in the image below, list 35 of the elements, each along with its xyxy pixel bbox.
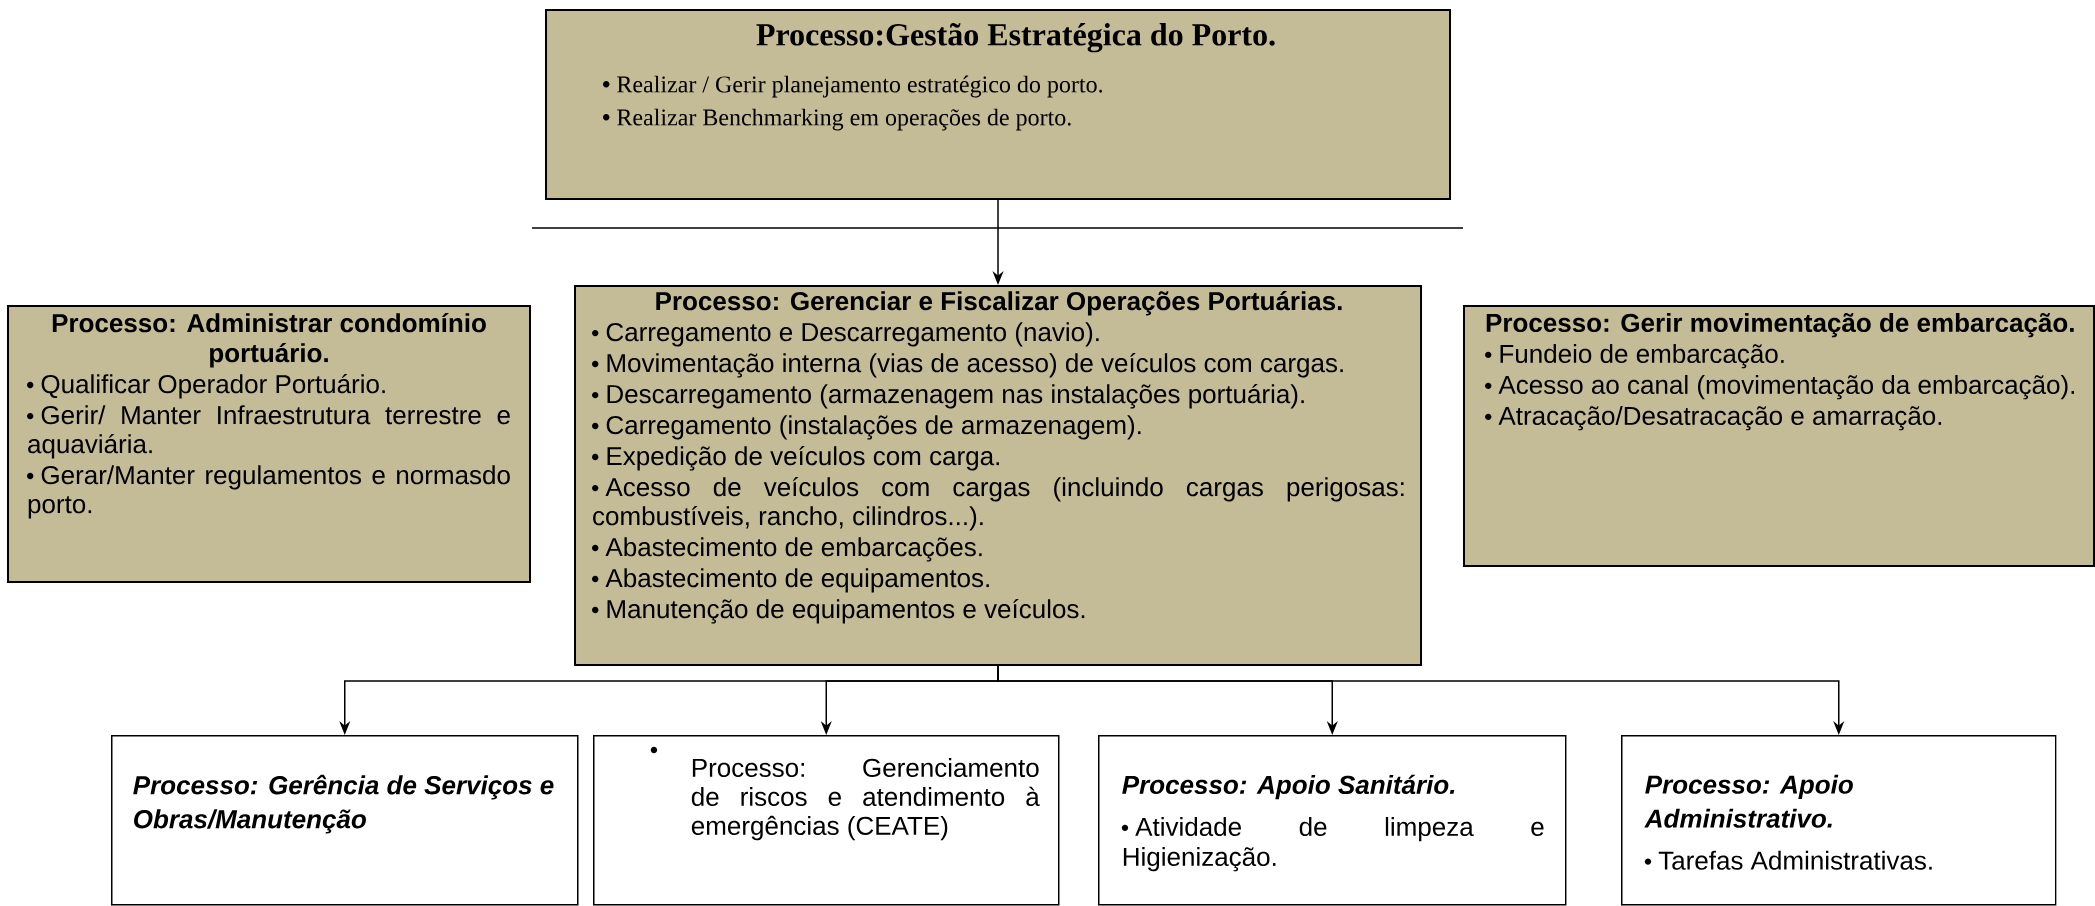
heading: Processo:Gestão Estratégica do Porto. <box>756 23 1275 53</box>
list-item: Fundeio de embarcação. <box>1485 344 1784 369</box>
list-item: Tarefas Administrativas. <box>1644 850 1932 870</box>
list-item: Descarregamento (armazenagem nas instalações portuária). <box>592 383 1304 409</box>
list-item: Processo: Gerenciamento de riscos e atendimento à emergências (CEATE) <box>650 746 1040 841</box>
process-box <box>1621 735 2057 906</box>
heading: Processo: Apoio Sanitário. <box>1122 774 1455 800</box>
list-item: Acesso de veículos com cargas (incluindo cargas perigosas: combustíveis, rancho, cilindros...). <box>592 476 1404 531</box>
heading: Processo: Gerenciar e Fiscalizar Operações Portuárias. <box>656 291 1342 316</box>
heading: Processo: Gerência de Serviços e Obras/Manutenção <box>133 774 554 834</box>
list-item: Movimentação interna (vias de acesso) de veículos com cargas. <box>592 352 1343 378</box>
list-item: Atividade de limpeza e Higienização. <box>1121 817 1544 872</box>
list-item: Gerar/Manter regulamentos e normasdo porto. <box>27 465 510 519</box>
list-item: Atracação/Desatracação e amarração. <box>1485 406 1942 431</box>
heading: Processo: Administrar condomínio portuário. <box>52 313 486 368</box>
process-box <box>1098 735 1567 906</box>
list-item: Qualificar Operador Portuário. <box>27 373 385 399</box>
process-box <box>1463 305 2095 567</box>
heading: Processo: Gerir movimentação de embarcação. <box>1486 313 2074 338</box>
list-item: Abastecimento de embarcações. <box>592 537 982 562</box>
list-item: Manutenção de equipamentos e veículos. <box>592 598 1085 624</box>
process-box <box>7 305 531 583</box>
list-item: Carregamento (instalações de armazenagem). <box>592 415 1141 440</box>
list-item: Carregamento e Descarregamento (navio). <box>592 322 1099 347</box>
list-item: Abastecimento de equipamentos. <box>592 568 989 593</box>
process-box <box>574 285 1422 666</box>
list-item: Expedição de veículos com carga. <box>592 445 999 471</box>
list-item: Realizar Benchmarking em operações de porto. <box>603 108 1071 131</box>
list-item: Gerir/ Manter Infraestrutura terrestre e aquaviária. <box>27 405 510 459</box>
list-item: Acesso ao canal (movimentação da embarcação). <box>1485 375 2074 400</box>
process-box <box>111 735 579 906</box>
list-item: Realizar / Gerir planejamento estratégico do porto. <box>603 75 1103 98</box>
heading: Processo: Apoio Administrativo. <box>1644 774 1853 828</box>
process-box <box>593 735 1060 906</box>
process-box <box>545 9 1451 200</box>
